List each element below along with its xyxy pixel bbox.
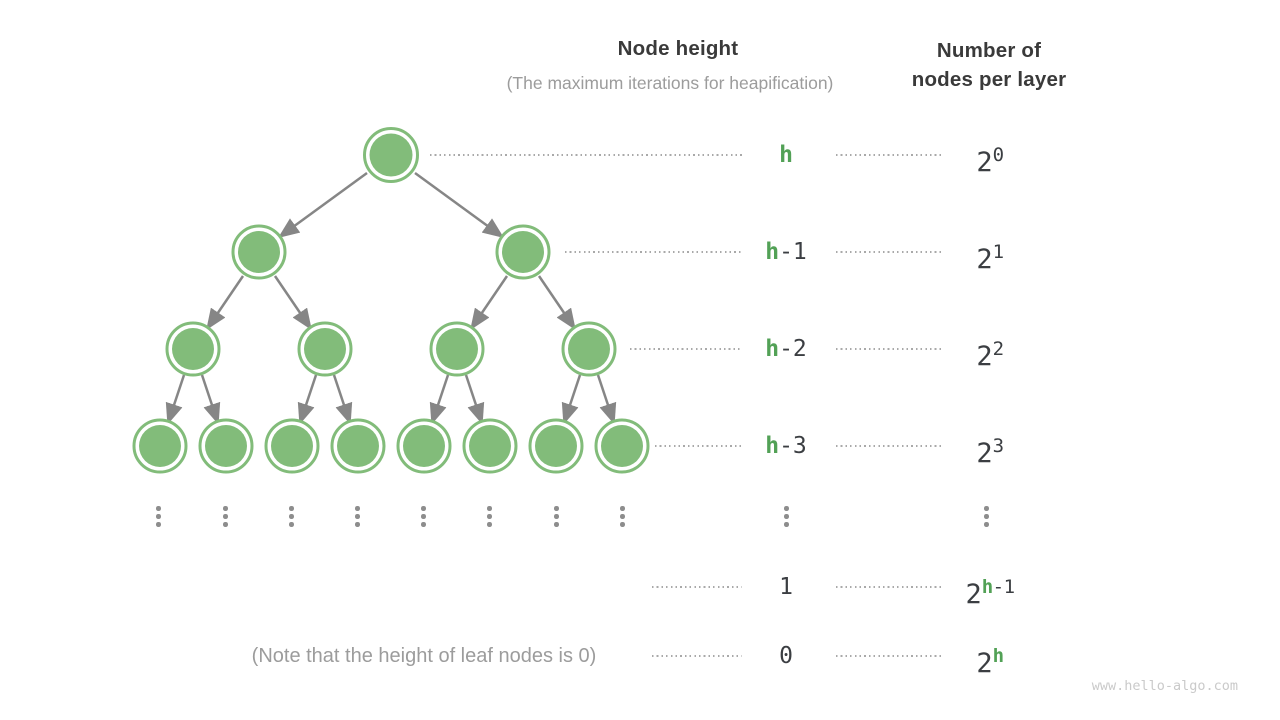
tree-node — [198, 418, 254, 474]
dotted-leader — [630, 348, 742, 350]
binary-tree-diagram — [132, 127, 650, 474]
tree-node — [330, 418, 386, 474]
dotted-leader — [565, 251, 742, 253]
count-base: 2 — [976, 648, 993, 679]
tree-edge-arrow — [429, 374, 450, 425]
height-label-green: h — [765, 433, 780, 459]
height-label: 0 — [741, 640, 831, 672]
tree-nodes — [132, 127, 650, 474]
dotted-leader — [836, 251, 944, 253]
height-label-plain: 0 — [779, 643, 793, 669]
count-base: 2 — [976, 341, 993, 372]
dotted-leader — [430, 154, 742, 156]
nodes-per-layer-title: Number of nodes per layer — [889, 36, 1089, 94]
node-count-label: 21 — [935, 230, 1045, 275]
count-exponent: 3 — [992, 435, 1004, 457]
tree-node — [495, 224, 551, 280]
ellipsis-dots — [355, 506, 360, 527]
count-exponent: h — [992, 645, 1004, 667]
tree-node — [132, 418, 188, 474]
height-label: h-3 — [741, 430, 831, 462]
height-label-plain: -3 — [779, 433, 807, 459]
tree-node — [297, 321, 353, 377]
tree-node — [462, 418, 518, 474]
dotted-leader — [652, 655, 742, 657]
ellipsis-dots — [223, 506, 228, 527]
height-label-plain: -2 — [779, 336, 807, 362]
count-base: 2 — [965, 579, 982, 610]
tree-edge-arrow — [464, 374, 485, 425]
node-height-title: Node height — [617, 37, 739, 60]
count-exponent: h-1 — [981, 576, 1015, 598]
tree-node — [528, 418, 584, 474]
nodes-per-layer-line1: Number of — [936, 39, 1042, 62]
tree-edge-arrow — [414, 171, 505, 238]
leaf-height-note: (Note that the height of leaf nodes is 0… — [251, 645, 597, 667]
ellipsis-dots — [984, 506, 989, 527]
ellipsis-dots — [554, 506, 559, 527]
tree-edge-arrow — [200, 374, 221, 425]
tree-node — [429, 321, 485, 377]
count-base: 2 — [976, 438, 993, 469]
tree-edge-arrow — [561, 374, 582, 425]
tree-node — [165, 321, 221, 377]
height-label-green: h — [779, 142, 793, 168]
ellipsis-dots — [620, 506, 625, 527]
dotted-leader — [836, 154, 944, 156]
height-label: h-1 — [741, 236, 831, 268]
ellipsis-dots — [487, 506, 492, 527]
height-label: h — [741, 139, 831, 171]
node-count-label: 2h-1 — [935, 565, 1045, 610]
height-label: h-2 — [741, 333, 831, 365]
dotted-leader — [836, 348, 944, 350]
dotted-leader — [655, 445, 742, 447]
dotted-leader — [836, 445, 944, 447]
count-base: 2 — [976, 244, 993, 275]
tree-edge-arrow — [332, 374, 353, 425]
node-count-label: 22 — [935, 327, 1045, 372]
ellipsis-dots — [289, 506, 294, 527]
tree-node — [594, 418, 650, 474]
tree-node — [231, 224, 287, 280]
height-label: 1 — [741, 571, 831, 603]
tree-node — [264, 418, 320, 474]
dotted-leader — [836, 655, 944, 657]
dotted-leader — [836, 586, 944, 588]
tree-edge-arrow — [596, 374, 617, 425]
tree-edges — [165, 171, 617, 425]
ellipsis-dots — [421, 506, 426, 527]
tree-edge-arrow — [470, 275, 509, 331]
dotted-leader — [652, 586, 742, 588]
tree-edge-arrow — [297, 374, 318, 425]
watermark: www.hello-algo.com — [1091, 678, 1238, 694]
height-label-plain: 1 — [779, 574, 793, 600]
tree-edge-arrow — [273, 275, 312, 331]
count-exponent: 0 — [992, 144, 1004, 166]
count-exponent: 1 — [992, 241, 1004, 263]
tree-edge-arrow — [537, 275, 576, 331]
height-label-plain: -1 — [779, 239, 807, 265]
node-count-label: 23 — [935, 424, 1045, 469]
height-label-green: h — [765, 336, 780, 362]
tree-node — [561, 321, 617, 377]
height-label-green: h — [765, 239, 780, 265]
node-count-label: 2h — [935, 634, 1045, 679]
tree-edge-arrow — [165, 374, 186, 425]
ellipsis-dots — [156, 506, 161, 527]
node-count-label: 20 — [935, 133, 1045, 178]
tree-node — [363, 127, 419, 183]
tree-node — [396, 418, 452, 474]
count-base: 2 — [976, 147, 993, 178]
tree-edge-arrow — [206, 275, 245, 331]
nodes-per-layer-line2: nodes per layer — [911, 68, 1067, 91]
tree-edge-arrow — [277, 171, 368, 238]
count-exponent: 2 — [992, 338, 1004, 360]
ellipsis-dots — [784, 506, 789, 527]
node-height-subtitle: (The maximum iterations for heapificatio… — [506, 73, 834, 93]
